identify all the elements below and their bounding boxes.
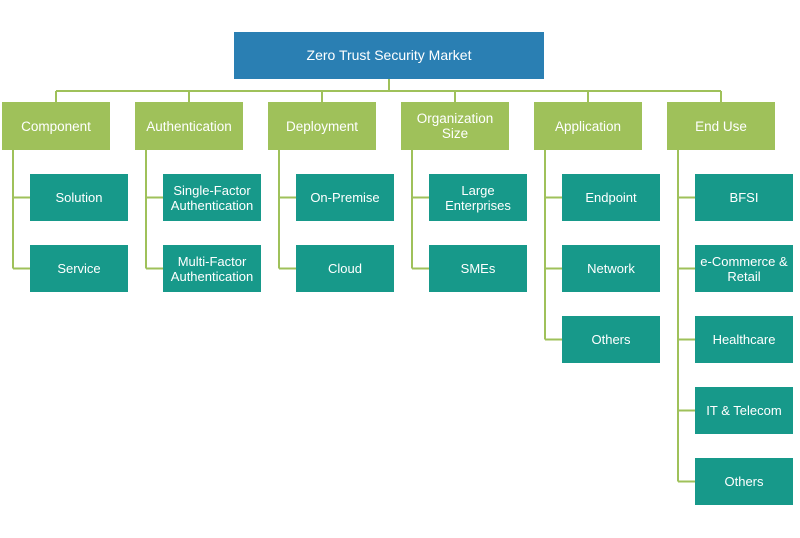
segment-label: Service <box>57 261 101 276</box>
segment-node: Solution <box>30 174 128 221</box>
segment-node: Cloud <box>296 245 394 292</box>
category-node: Deployment <box>268 102 376 150</box>
segment-node: Others <box>695 458 793 505</box>
category-node: Authentication <box>135 102 243 150</box>
category-node: End Use <box>667 102 775 150</box>
segment-label: BFSI <box>729 190 759 205</box>
segment-label: Others <box>591 332 631 347</box>
segment-node: Healthcare <box>695 316 793 363</box>
segment-node: BFSI <box>695 174 793 221</box>
segment-node: Large Enterprises <box>429 174 527 221</box>
category-label: Deployment <box>285 118 359 134</box>
segment-node: Network <box>562 245 660 292</box>
segment-label: Others <box>724 474 764 489</box>
category-label: Application <box>554 118 622 134</box>
segment-node: Endpoint <box>562 174 660 221</box>
category-node: Organization Size <box>401 102 509 150</box>
segment-label: IT & Telecom <box>706 403 782 418</box>
segment-node: Single-Factor Authentication <box>163 174 261 221</box>
segment-label: Network <box>587 261 635 276</box>
category-node: Application <box>534 102 642 150</box>
segment-label: Cloud <box>328 261 362 276</box>
segment-label: On-Premise <box>310 190 380 205</box>
segment-node: On-Premise <box>296 174 394 221</box>
segment-label: Endpoint <box>585 190 637 205</box>
segment-label: Large Enterprises <box>445 182 511 213</box>
category-label: End Use <box>695 118 747 134</box>
category-label: Organization Size <box>416 111 494 141</box>
root-node: Zero Trust Security Market <box>234 32 544 79</box>
segment-node: Service <box>30 245 128 292</box>
segment-label: e-Commerce & Retail <box>700 253 788 284</box>
category-label: Authentication <box>146 118 232 134</box>
segment-label: Multi-Factor Authentication <box>170 253 254 284</box>
segment-node: IT & Telecom <box>695 387 793 434</box>
segment-label: Single-Factor Authentication <box>170 182 254 213</box>
segment-node: SMEs <box>429 245 527 292</box>
segment-node: e-Commerce & Retail <box>695 245 793 292</box>
category-label: Component <box>21 118 91 134</box>
root-label: Zero Trust Security Market <box>306 47 472 63</box>
segment-node: Multi-Factor Authentication <box>163 245 261 292</box>
segment-node: Others <box>562 316 660 363</box>
segment-label: Solution <box>55 190 103 205</box>
segment-label: Healthcare <box>712 332 776 347</box>
segment-label: SMEs <box>460 261 496 276</box>
category-node: Component <box>2 102 110 150</box>
